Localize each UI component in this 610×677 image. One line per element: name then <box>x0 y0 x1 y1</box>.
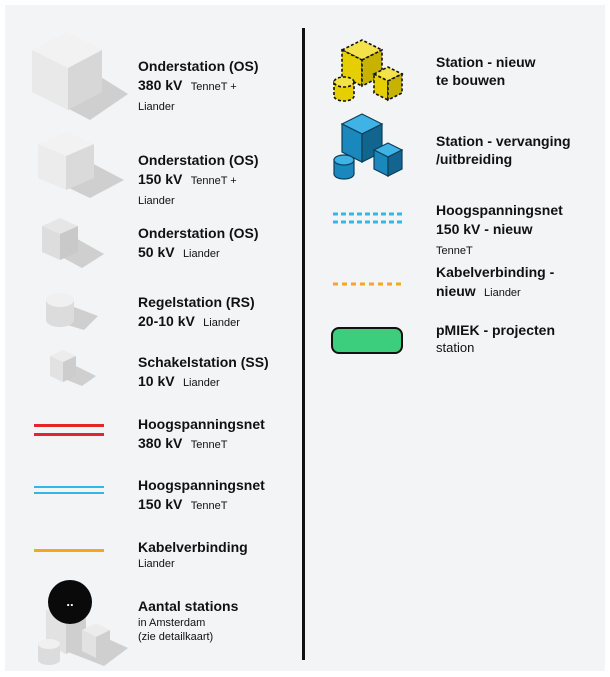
green-rounded-rect-icon <box>331 327 403 354</box>
item-operator: TenneT <box>190 438 228 451</box>
item-title: pMIEK - projecten <box>436 322 556 338</box>
orange-line-icon <box>34 549 104 552</box>
item-operator: TenneT <box>436 244 473 257</box>
large-white-cube-icon <box>32 32 128 120</box>
item-line2: station <box>436 339 475 355</box>
item-title: Hoogspanningsnet <box>138 477 265 493</box>
item-operator: TenneT + Liander <box>138 80 237 113</box>
item-operator: Liander <box>182 247 220 260</box>
column-divider <box>302 28 305 660</box>
item-operator: TenneT <box>190 499 228 512</box>
item-voltage: 150 kV <box>138 170 187 187</box>
medium-white-cube-icon <box>38 132 124 198</box>
item-line2: in Amsterdam <box>138 616 206 629</box>
item-voltage: nieuw <box>436 282 480 299</box>
item-title: Aantal stations <box>138 598 239 614</box>
red-double-line-icon <box>34 424 104 436</box>
item-voltage: 10 kV <box>138 372 179 389</box>
yellow-cubes-icon <box>333 39 404 102</box>
item-voltage: 380 kV <box>138 76 187 93</box>
item-line2: Liander <box>138 557 175 570</box>
item-operator: Liander <box>203 316 240 329</box>
item-line3: (zie detailkaart) <box>138 630 214 643</box>
station-count-icon: .. <box>38 580 128 666</box>
item-title: Hoogspanningsnet <box>138 416 265 432</box>
item-operator: Liander <box>182 376 220 389</box>
item-voltage: 380 kV <box>138 434 187 451</box>
cylinder-icon <box>46 293 98 330</box>
item-title: Onderstation (OS) <box>138 152 259 168</box>
blue-cubes-icon <box>333 113 404 180</box>
orange-dashed-line-icon <box>333 282 404 286</box>
tiny-cube-icon <box>50 350 96 386</box>
item-line2: /uitbreiding <box>436 150 513 167</box>
item-title: Station - nieuw <box>436 54 536 70</box>
count-badge <box>48 580 92 624</box>
item-voltage: 20-10 kV <box>138 312 199 329</box>
legend-panel <box>5 5 605 671</box>
item-voltage: 50 kV <box>138 243 179 260</box>
small-grey-cube-icon <box>42 218 104 268</box>
blue-double-line-icon <box>34 486 104 494</box>
blue-dotted-line-icon <box>333 212 404 224</box>
item-title: Regelstation (RS) <box>138 294 255 310</box>
item-title: Onderstation (OS) <box>138 58 259 74</box>
item-title: Kabelverbinding - <box>436 264 555 280</box>
item-voltage: 150 kV - nieuw <box>436 220 537 237</box>
item-line2: te bouwen <box>436 71 506 88</box>
item-title: Schakelstation (SS) <box>138 354 269 370</box>
item-title: Hoogspanningsnet <box>436 202 563 218</box>
item-voltage: 150 kV <box>138 495 187 512</box>
item-operator: Liander <box>484 286 521 299</box>
item-title: Onderstation (OS) <box>138 225 259 241</box>
item-title: Kabelverbinding <box>138 539 248 555</box>
item-operator: TenneT + Liander <box>138 174 237 207</box>
item-title: Station - vervanging <box>436 133 571 149</box>
count-badge-label: .. <box>66 594 73 609</box>
